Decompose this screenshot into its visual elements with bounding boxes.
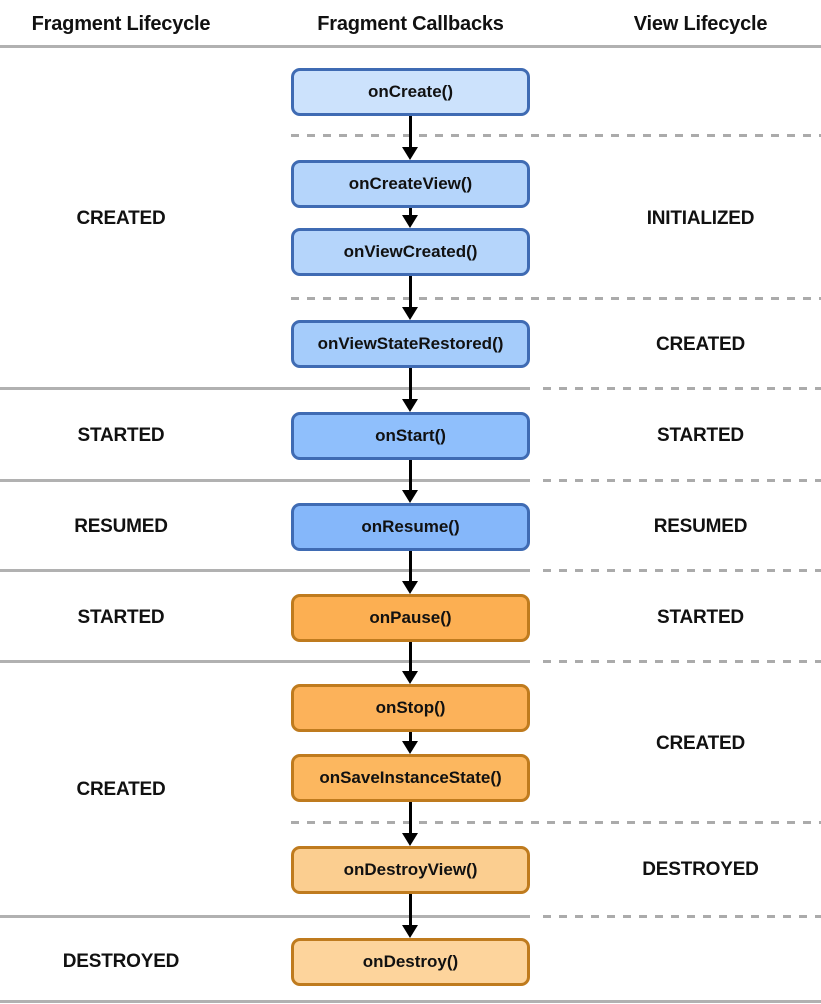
- view-state-created: CREATED: [655, 733, 746, 754]
- dashed-separator-line: [543, 915, 821, 918]
- arrow-head-icon: [402, 741, 418, 754]
- arrow-shaft: [409, 367, 412, 400]
- fragment-state-resumed: RESUMED: [74, 516, 168, 537]
- callback-box-onviewcreated: onViewCreated(): [291, 228, 530, 276]
- fragment-state-created: CREATED: [76, 208, 166, 229]
- callback-box-oncreateview: onCreateView(): [291, 160, 530, 208]
- callback-label: onViewCreated(): [343, 242, 478, 261]
- arrow-head-icon: [402, 671, 418, 684]
- dashed-separator-line: [543, 387, 821, 390]
- callback-label: onCreate(): [367, 82, 453, 101]
- arrow-shaft: [409, 893, 412, 926]
- arrow-shaft: [409, 550, 412, 582]
- arrow-head-icon: [402, 215, 418, 228]
- arrow-shaft: [409, 275, 412, 308]
- solid-separator-line: [0, 915, 530, 918]
- arrow-head-icon: [402, 490, 418, 503]
- dashed-separator-line: [291, 297, 821, 300]
- arrow-head-icon: [402, 833, 418, 846]
- fragment-state-destroyed: DESTROYED: [62, 951, 180, 972]
- arrow-head-icon: [402, 147, 418, 160]
- arrow-shaft: [409, 801, 412, 834]
- callback-label: onPause(): [369, 608, 452, 627]
- column-title-fragment-lifecycle: Fragment Lifecycle: [31, 13, 211, 35]
- arrow-shaft: [409, 459, 412, 491]
- callback-label: onDestroy(): [362, 952, 459, 971]
- callback-box-onstart: onStart(): [291, 412, 530, 460]
- callback-box-onviewstaterestored: onViewStateRestored(): [291, 320, 530, 368]
- callback-label: onSaveInstanceState(): [319, 768, 502, 787]
- callback-box-onpause: onPause(): [291, 594, 530, 642]
- arrow-head-icon: [402, 307, 418, 320]
- solid-separator-line: [0, 479, 530, 482]
- fragment-state-started: STARTED: [77, 607, 165, 628]
- callback-box-onsaveinstancestate: onSaveInstanceState(): [291, 754, 530, 802]
- view-state-resumed: RESUMED: [653, 516, 748, 537]
- callback-box-ondestroy: onDestroy(): [291, 938, 530, 986]
- dashed-separator-line: [291, 134, 821, 137]
- callback-label: onStop(): [375, 698, 446, 717]
- arrow-head-icon: [402, 399, 418, 412]
- solid-separator-line: [0, 660, 530, 663]
- view-state-created: CREATED: [655, 334, 746, 355]
- view-state-initialized: INITIALIZED: [646, 208, 755, 229]
- dashed-separator-line: [543, 479, 821, 482]
- column-title-fragment-callbacks: Fragment Callbacks: [317, 13, 504, 35]
- callback-box-oncreate: onCreate(): [291, 68, 530, 116]
- callback-label: onStart(): [375, 426, 446, 445]
- column-title-view-lifecycle: View Lifecycle: [633, 13, 768, 35]
- arrow-shaft: [409, 115, 412, 148]
- callback-label: onResume(): [361, 517, 460, 536]
- solid-separator-line: [0, 45, 821, 48]
- callback-box-onresume: onResume(): [291, 503, 530, 551]
- arrow-head-icon: [402, 581, 418, 594]
- view-state-started: STARTED: [657, 425, 744, 446]
- solid-separator-line: [0, 1000, 821, 1003]
- solid-separator-line: [0, 569, 530, 572]
- fragment-state-created: CREATED: [76, 779, 166, 800]
- arrow-shaft: [409, 731, 412, 742]
- dashed-separator-line: [291, 821, 821, 824]
- callback-box-onstop: onStop(): [291, 684, 530, 732]
- callback-label: onViewStateRestored(): [317, 334, 504, 353]
- arrow-shaft: [409, 207, 412, 216]
- arrow-shaft: [409, 641, 412, 672]
- dashed-separator-line: [543, 660, 821, 663]
- view-state-started: STARTED: [657, 607, 744, 628]
- callback-box-ondestroyview: onDestroyView(): [291, 846, 530, 894]
- fragment-state-started: STARTED: [77, 425, 165, 446]
- arrow-head-icon: [402, 925, 418, 938]
- callback-label: onCreateView(): [348, 174, 473, 193]
- callback-label: onDestroyView(): [343, 860, 478, 879]
- view-state-destroyed: DESTROYED: [642, 859, 759, 880]
- dashed-separator-line: [543, 569, 821, 572]
- solid-separator-line: [0, 387, 530, 390]
